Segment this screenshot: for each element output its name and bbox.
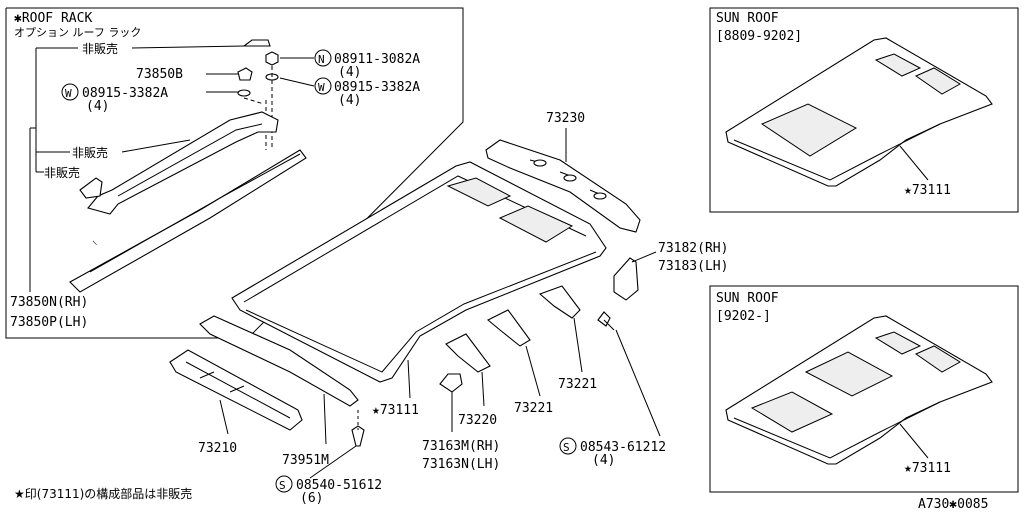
part-73163n-label: 73163N(LH) (422, 457, 500, 472)
bracket-73182 (613, 257, 639, 301)
sunroof-1-part: ★73111 (904, 183, 951, 198)
rail-lh-label: 73850P(LH) (10, 315, 88, 330)
bracket-73163 (439, 373, 463, 393)
sunroof-2-title: SUN ROOF (716, 291, 779, 306)
roof-rack-subtitle: オプション ルーフ ラック (14, 26, 141, 39)
sunroof-1-frame (709, 7, 1019, 213)
not-sold-label-2: 非販売 (72, 145, 108, 160)
not-sold-label-1: 非販売 (82, 41, 118, 56)
sunroof-1-range: [8809-9202] (716, 29, 802, 44)
s-symbol-1-text: S (563, 441, 570, 454)
s-part-1-qty: (4) (592, 453, 615, 468)
w-symbol-left-text: W (65, 87, 72, 100)
part-73111-label: ★73111 (372, 403, 419, 418)
s-part-2-qty: (6) (300, 491, 323, 506)
s-part-1: 08543-61212 (580, 440, 666, 455)
w-part-right: 08915-3382A (334, 80, 420, 95)
s-part-2: 08540-51612 (296, 478, 382, 493)
rear-header-73230 (485, 139, 641, 233)
rack-end-cap (242, 39, 271, 47)
part-73951m-label: 73951M (282, 453, 329, 468)
n-symbol-text: N (318, 53, 325, 66)
front-header-73951m (199, 315, 359, 407)
sunroof-1-title: SUN ROOF (716, 11, 779, 26)
sunroof-2-glass-front (804, 351, 894, 397)
w-part-right-qty: (4) (338, 93, 361, 108)
part-73182-label: 73182(RH) (658, 241, 728, 256)
not-sold-label-3: 非販売 (44, 165, 80, 180)
main-roof-assembly: 73230 73182(RH) 73183(LH) 73221 73221 73… (169, 111, 728, 506)
rack-bracket-small (79, 177, 103, 199)
roof-bow-73220 (445, 333, 491, 373)
roof-rack-inset: ✱ROOF RACK オプション ルーフ ラック 非販売 73850B W 08… (5, 7, 464, 339)
part-73230-label: 73230 (546, 111, 585, 126)
s-symbol-1 (559, 437, 577, 455)
rail-rh-label: 73850N(RH) (10, 295, 88, 310)
sunroof-2-glass-rear (750, 391, 834, 433)
bolt-icon (351, 425, 365, 447)
w-part-left: 08915-3382A (82, 86, 168, 101)
part-73850b-label: 73850B (136, 67, 183, 82)
roof-rack-rail-lower (69, 149, 307, 293)
rack-mount-cap (237, 67, 253, 81)
roof-opening-rear (498, 205, 574, 243)
n-part: 08911-3082A (334, 52, 420, 67)
part-73210-label: 73210 (198, 441, 237, 456)
washer-icon-left (237, 89, 251, 97)
sunroof-inset-2: SUN ROOF [9202-] ★73111 (709, 285, 1019, 493)
n-symbol (314, 49, 332, 67)
roof-opening-front (446, 177, 512, 207)
part-73163m-label: 73163M(RH) (422, 439, 500, 454)
sunroof-1-glass (760, 103, 858, 157)
sunroof-inset-1: SUN ROOF [8809-9202] ★73111 (709, 7, 1019, 213)
roof-bow-73221-rear (538, 285, 581, 319)
part-73183-label: 73183(LH) (658, 259, 728, 274)
sunroof-2-range: [9202-] (716, 309, 771, 324)
w-symbol-left (61, 83, 79, 101)
front-visor-73210 (169, 349, 303, 431)
s-symbol-2-text: S (279, 479, 286, 492)
w-part-left-qty: (4) (86, 99, 109, 114)
part-73221-label-b: 73221 (514, 401, 553, 416)
roof-rack-title: ✱ROOF RACK (14, 11, 92, 26)
rack-mark: ⸜ (92, 234, 98, 247)
roof-rack-rail-upper (87, 111, 279, 215)
footer-note: ★印(73111)の構成部品は非販売 (14, 486, 192, 501)
part-73221-label-a: 73221 (558, 377, 597, 392)
sunroof-2-part: ★73111 (904, 461, 951, 476)
part-73220-label: 73220 (458, 413, 497, 428)
nut-icon (265, 51, 279, 66)
diagram-code: A730✱0085 (918, 497, 988, 512)
w-symbol-right-text: W (318, 81, 325, 94)
n-part-qty: (4) (338, 65, 361, 80)
roof-bow-73221-front (487, 309, 531, 347)
s-symbol-2 (275, 475, 293, 493)
w-symbol-right (314, 77, 332, 95)
sunroof-1-panel (725, 37, 993, 187)
sunroof-2-frame (709, 285, 1019, 493)
